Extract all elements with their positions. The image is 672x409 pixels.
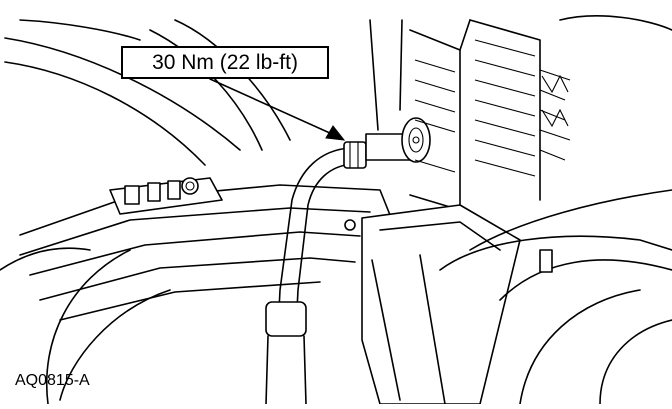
tube-line [265, 147, 353, 405]
torque-spec-callout: 30 Nm (22 lb-ft) [121, 46, 329, 79]
fan-shroud [361, 189, 672, 405]
torque-spec-text: 30 Nm (22 lb-ft) [152, 50, 298, 74]
callout-leader [209, 78, 346, 141]
valve-cover [19, 177, 391, 321]
radiator-section [369, 15, 672, 211]
tube-fitting [343, 117, 431, 169]
body-contour-lines [4, 19, 291, 166]
figure-id: AQ0815-A [15, 372, 90, 389]
